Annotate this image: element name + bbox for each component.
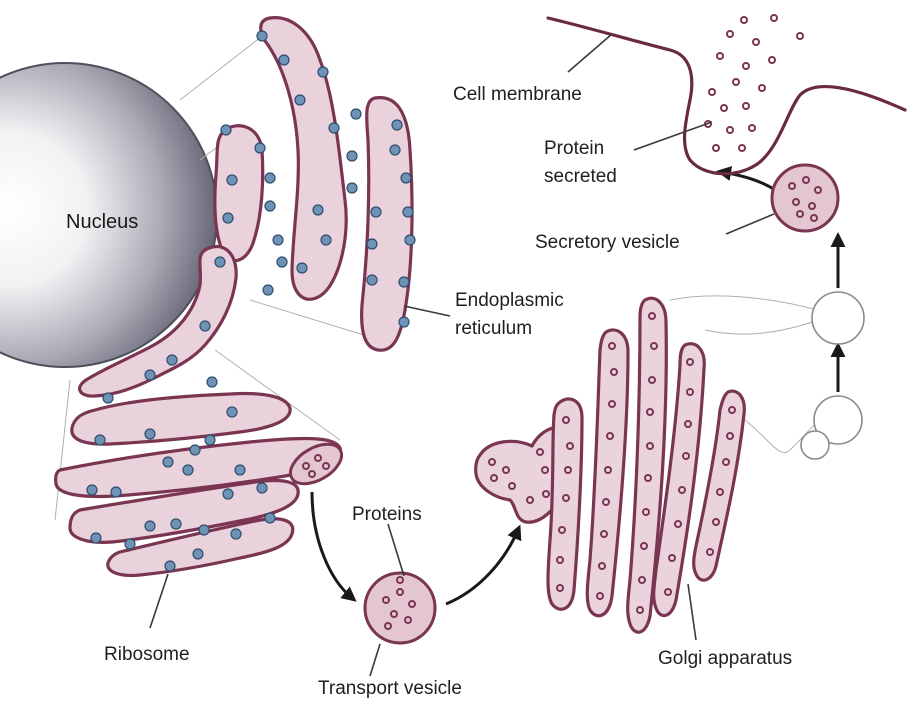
- er-label-line1: Endoplasmic: [455, 290, 564, 311]
- empty-vesicles: [801, 292, 864, 459]
- secretory-vesicle: [772, 165, 838, 231]
- ribosome-label: Ribosome: [104, 644, 190, 665]
- cell-membrane-label: Cell membrane: [453, 84, 582, 105]
- secretory-vesicle-label: Secretory vesicle: [535, 232, 680, 253]
- secreted-proteins: [705, 15, 803, 151]
- er-label-line2: reticulum: [455, 318, 532, 339]
- protein-secreted-label-line2: secreted: [544, 166, 617, 187]
- golgi-apparatus-label: Golgi apparatus: [658, 648, 792, 669]
- golgi-apparatus: [476, 298, 745, 632]
- transport-vesicle-label: Transport vesicle: [318, 678, 462, 699]
- proteins-label: Proteins: [352, 504, 422, 525]
- transport-vesicle: [365, 573, 435, 643]
- nucleus-label: Nucleus: [66, 211, 138, 233]
- protein-secreted-label-line1: Protein: [544, 138, 604, 159]
